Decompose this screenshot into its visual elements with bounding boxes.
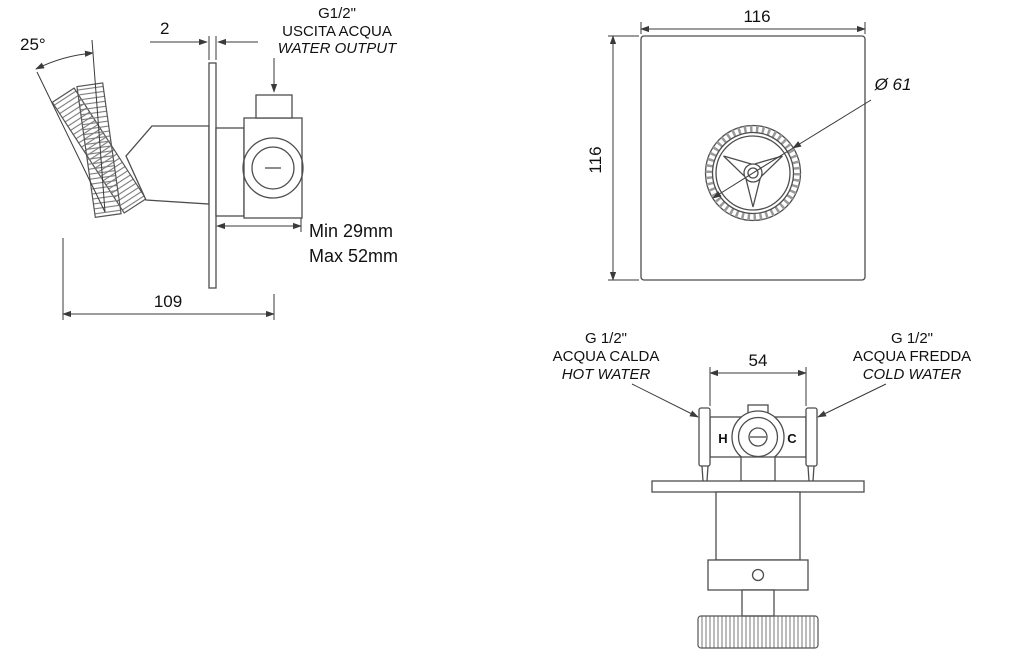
lower-collar	[707, 559, 809, 591]
depth-min-label: Min 29mm	[309, 221, 393, 241]
overall-width-label: 109	[154, 292, 182, 311]
front-view: 116 116 Ø 61	[586, 7, 912, 281]
wall-plate-front	[640, 35, 866, 281]
plate-thickness-label: 2	[160, 19, 169, 38]
center-stem	[740, 456, 776, 482]
cold-thread-label: G 1/2"	[891, 330, 933, 347]
knurled-wheel	[697, 615, 819, 649]
valve-body-side	[215, 127, 245, 217]
front-height-label: 116	[586, 146, 605, 173]
handle-grip-vertical	[76, 82, 122, 218]
collar-hole	[751, 568, 765, 582]
depth-dim: Min 29mm Max 52mm	[216, 218, 398, 266]
hot-label-english: HOT WATER	[562, 366, 651, 383]
hot-port-flange	[698, 407, 711, 467]
knob-front	[704, 124, 802, 222]
angle-callout: 25°	[20, 35, 106, 213]
output-label-english: WATER OUTPUT	[278, 40, 398, 57]
knob-diameter-dim: Ø 61	[712, 75, 912, 199]
cold-label-italian: ACQUA FREDDA	[853, 348, 971, 365]
hot-label-italian: ACQUA CALDA	[553, 348, 660, 365]
hot-port-letter: H	[718, 431, 727, 446]
cold-label-english: COLD WATER	[863, 366, 962, 383]
cartridge-circle-outer	[242, 137, 304, 199]
hot-thread-label: G 1/2"	[585, 330, 627, 347]
ports-spacing-dim: 54	[709, 351, 807, 406]
water-output-port	[255, 94, 293, 119]
lower-body	[715, 491, 801, 561]
output-thread-label: G1/2"	[318, 5, 356, 22]
bottom-view: G 1/2" ACQUA CALDA HOT WATER G 1/2" ACQU…	[553, 330, 971, 649]
front-width-dim: 116	[640, 7, 866, 34]
knob-screw	[743, 163, 763, 183]
cartridge-circle-inner	[251, 146, 295, 190]
water-output-callout: G1/2" USCITA ACQUA WATER OUTPUT	[270, 5, 398, 93]
ports-spacing-label: 54	[749, 351, 768, 370]
output-label-italian: USCITA ACQUA	[282, 23, 392, 40]
wall-plate-side	[208, 62, 217, 289]
wall-plate-bottom	[651, 480, 865, 493]
lower-neck	[741, 589, 775, 617]
plate-thickness-dim: 2	[150, 19, 258, 60]
knob-diameter-label: Ø 61	[874, 75, 912, 94]
overall-width-dim: 109	[62, 238, 275, 320]
cold-port-flange	[805, 407, 818, 467]
front-width-label: 116	[743, 7, 770, 26]
front-height-dim: 116	[586, 35, 639, 281]
hot-water-callout: G 1/2" ACQUA CALDA HOT WATER	[553, 330, 699, 418]
cold-port-letter: C	[787, 431, 797, 446]
depth-max-label: Max 52mm	[309, 246, 398, 266]
cold-water-callout: G 1/2" ACQUA FREDDA COLD WATER	[817, 330, 971, 418]
knob-spokes	[723, 155, 783, 208]
side-view: 25° 2 G1/2" USCITA ACQUA WATER OUTPUT Mi…	[20, 5, 398, 320]
center-screw	[748, 427, 768, 447]
valve-body-bottom: H C	[698, 404, 818, 482]
angle-label: 25°	[20, 35, 46, 54]
